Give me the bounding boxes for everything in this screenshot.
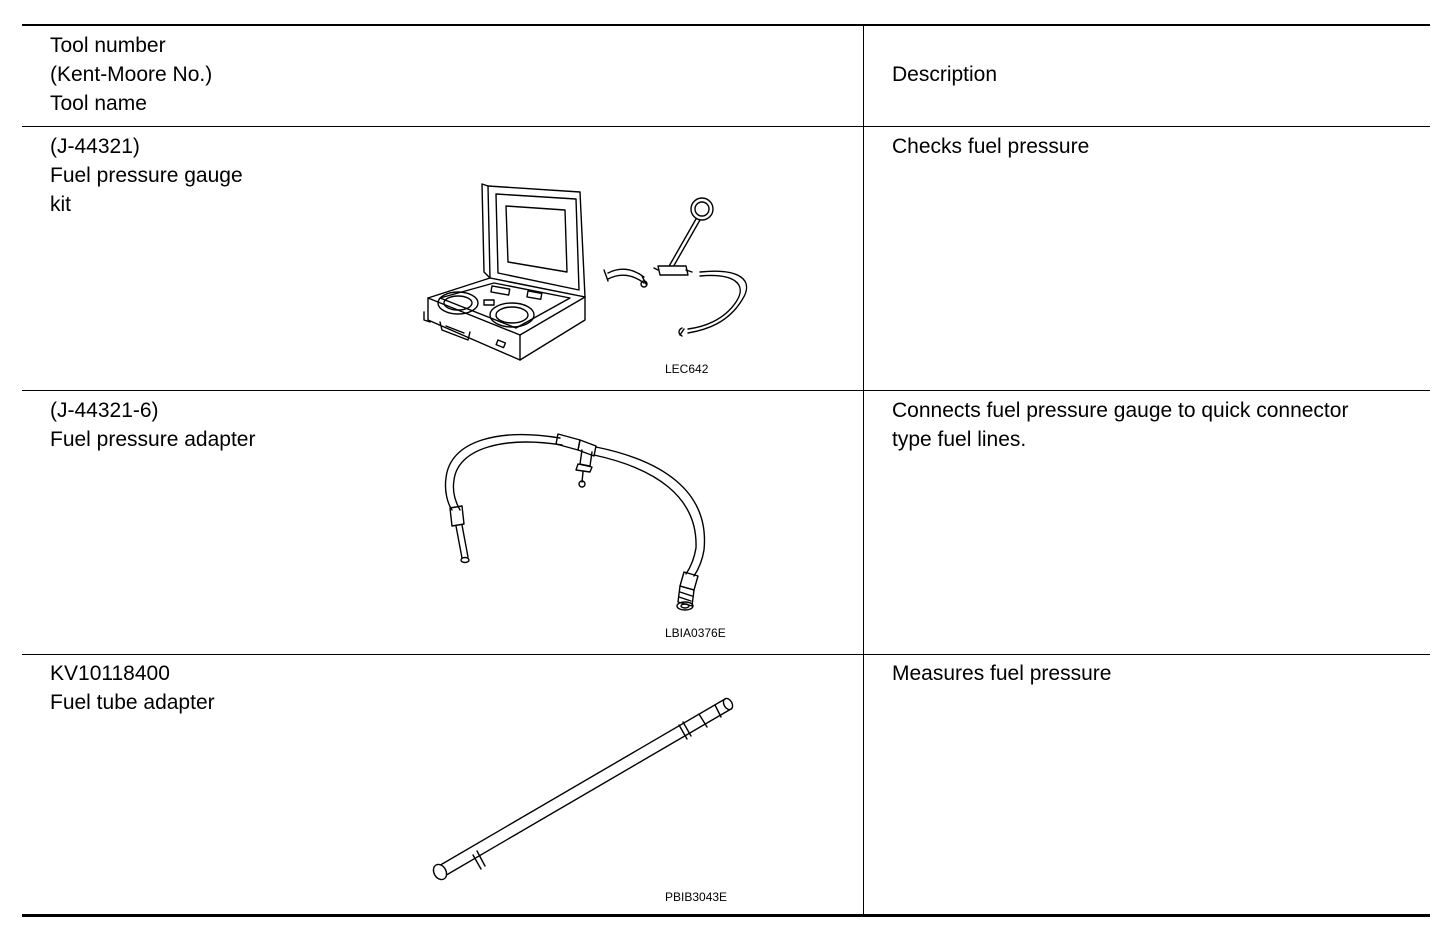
tool-name: Fuel pressure gauge	[50, 164, 243, 187]
figure-code: PBIB3043E	[665, 890, 728, 904]
row-divider	[22, 654, 1430, 655]
fuel-pressure-gauge-kit-illustration	[423, 183, 748, 361]
tool-name: Fuel tube adapter	[50, 691, 215, 714]
tool-description-continued: type fuel lines.	[892, 428, 1027, 451]
header-tool-number: Tool number	[50, 34, 166, 57]
tool-name: Fuel pressure adapter	[50, 428, 256, 451]
tool-number: (J-44321-6)	[50, 399, 159, 422]
fuel-pressure-adapter-illustration	[444, 433, 706, 611]
tool-number: (J-44321)	[50, 135, 140, 158]
tool-number: KV10118400	[50, 662, 170, 685]
table-bottom-rule	[22, 914, 1430, 917]
header-divider	[22, 126, 1430, 127]
tool-description: Checks fuel pressure	[892, 135, 1090, 158]
figure-code: LEC642	[665, 362, 709, 376]
header-kent-moore-no: (Kent-Moore No.)	[50, 63, 213, 86]
table-top-rule	[22, 24, 1430, 26]
tool-description: Measures fuel pressure	[892, 662, 1112, 685]
header-tool-name: Tool name	[50, 92, 147, 115]
column-divider	[863, 26, 864, 914]
tool-name-continued: kit	[50, 193, 71, 216]
figure-code: LBIA0376E	[665, 626, 726, 640]
row-divider	[22, 390, 1430, 391]
tool-description: Connects fuel pressure gauge to quick co…	[892, 399, 1349, 422]
header-description: Description	[892, 63, 998, 86]
fuel-tube-adapter-illustration	[432, 697, 734, 881]
